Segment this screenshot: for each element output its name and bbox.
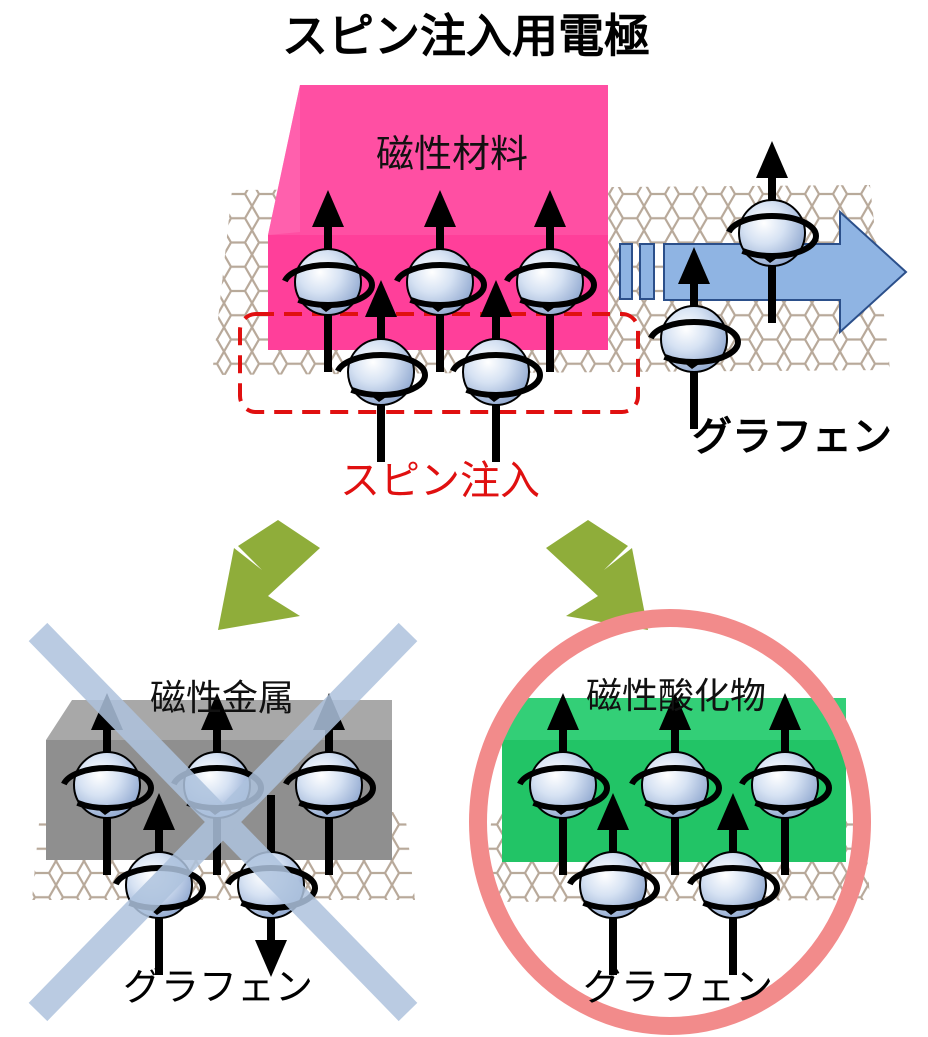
circle-mark [469,609,871,1035]
diagram-title: スピン注入用電極 [282,9,650,63]
left-graphene-label: グラフェン [123,965,313,1009]
spin-flow-arrow [619,209,908,335]
top-graphene-label: グラフェン [692,414,892,460]
branch-arrow-right [546,520,648,630]
left-block-label: 磁性金属 [150,678,294,719]
top-block-label: 磁性材料 [376,132,528,176]
left-panel: 磁性金属 グラフェン [28,622,418,1022]
right-panel: 磁性酸化物 グラフェン [469,609,871,1035]
spin-injection-label: スピン注入 [340,458,540,504]
branch-arrow-left [218,520,320,630]
right-graphene-label: グラフェン [583,965,773,1009]
cross-mark [28,622,418,1022]
right-block-label: 磁性酸化物 [586,676,766,717]
